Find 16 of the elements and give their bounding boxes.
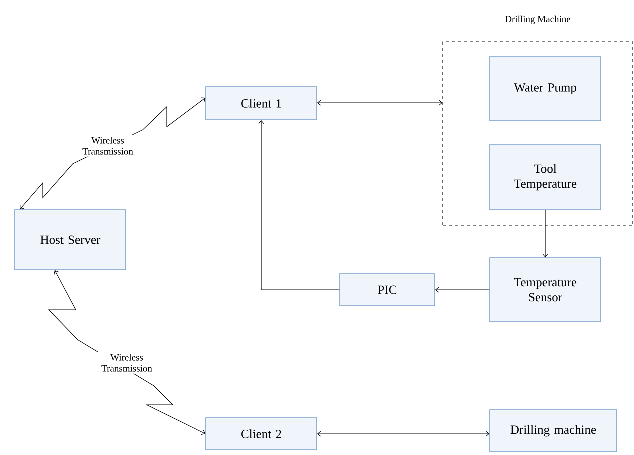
- arrow: [317, 431, 490, 437]
- process-box: Client 1: [206, 86, 318, 120]
- process-box: Drilling machine: [490, 410, 618, 452]
- edge-label: Wireless Transmission: [75, 135, 141, 157]
- arrow: [258, 120, 340, 290]
- process-box: PIC: [340, 274, 436, 306]
- process-box: Tool Temperature: [490, 144, 602, 210]
- arrow: [542, 210, 548, 258]
- process-box: Client 2: [206, 418, 318, 450]
- edge-label: Wireless Transmission: [94, 352, 160, 374]
- process-box: Water Pump: [490, 56, 602, 122]
- arrow: [435, 287, 490, 293]
- node-label: Drilling Machine: [505, 16, 571, 24]
- arrow: [317, 100, 443, 106]
- process-box: Host Server: [14, 210, 126, 270]
- process-box: Temperature Sensor: [490, 258, 602, 322]
